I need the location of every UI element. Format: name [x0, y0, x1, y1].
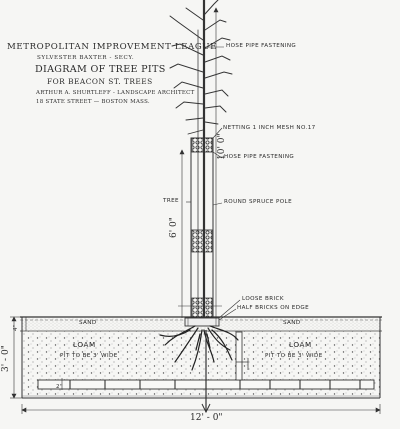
- tree: [169, 0, 233, 320]
- label-loose-brick: LOOSE BRICK: [242, 296, 284, 302]
- dim-pit-depth: 3' - 0": [1, 345, 11, 372]
- label-pit-left: PIT TO BE 3' WIDE: [60, 353, 118, 359]
- label-sand-right: SAND: [283, 320, 301, 326]
- header-subtitle: FOR BEACON ST. TREES: [47, 77, 153, 86]
- dim-pit-length: 12' - 0": [190, 413, 223, 423]
- header-secretary: SYLVESTER BAXTER - SECY.: [37, 55, 135, 61]
- drain-post: [201, 330, 211, 414]
- dim-tree-height: 6' 0": [169, 217, 179, 238]
- dim-pole-height: 10' 0": [217, 133, 227, 160]
- label-tree: TREE: [163, 198, 179, 204]
- label-netting: NETTING 1 INCH MESH NO.17: [223, 125, 316, 131]
- label-hose-mid: HOSE PIPE FASTENING: [224, 154, 295, 160]
- tree-roots: [159, 325, 239, 371]
- leader-lines: [186, 46, 241, 321]
- tree-base: [184, 317, 220, 327]
- header-address: 18 STATE STREET — BOSTON MASS.: [36, 99, 150, 105]
- header-org: METROPOLITAN IMPROVEMENT LEAGUE: [7, 42, 218, 52]
- label-hose-top: HOSE PIPE FASTENING: [226, 43, 297, 49]
- dimension-lines: [10, 7, 381, 414]
- dim-drain-drop: 2": [56, 384, 63, 390]
- dim-sand-depth: 4": [13, 324, 19, 331]
- header-architect: ARTHUR A. SHURTLEFF - LANDSCAPE ARCHITEC…: [36, 90, 195, 96]
- label-loam-right: LOAM: [289, 340, 312, 349]
- header-title: DIAGRAM OF TREE PITS: [35, 64, 166, 75]
- label-half-bricks: HALF BRICKS ON EDGE: [237, 305, 310, 311]
- tree-guard: [190, 137, 214, 319]
- label-pole: ROUND SPRUCE POLE: [224, 199, 293, 205]
- label-sand-left: SAND: [79, 320, 97, 326]
- label-pit-right: PIT TO BE 3' WIDE: [265, 353, 323, 359]
- label-loam-left: LOAM: [73, 340, 96, 349]
